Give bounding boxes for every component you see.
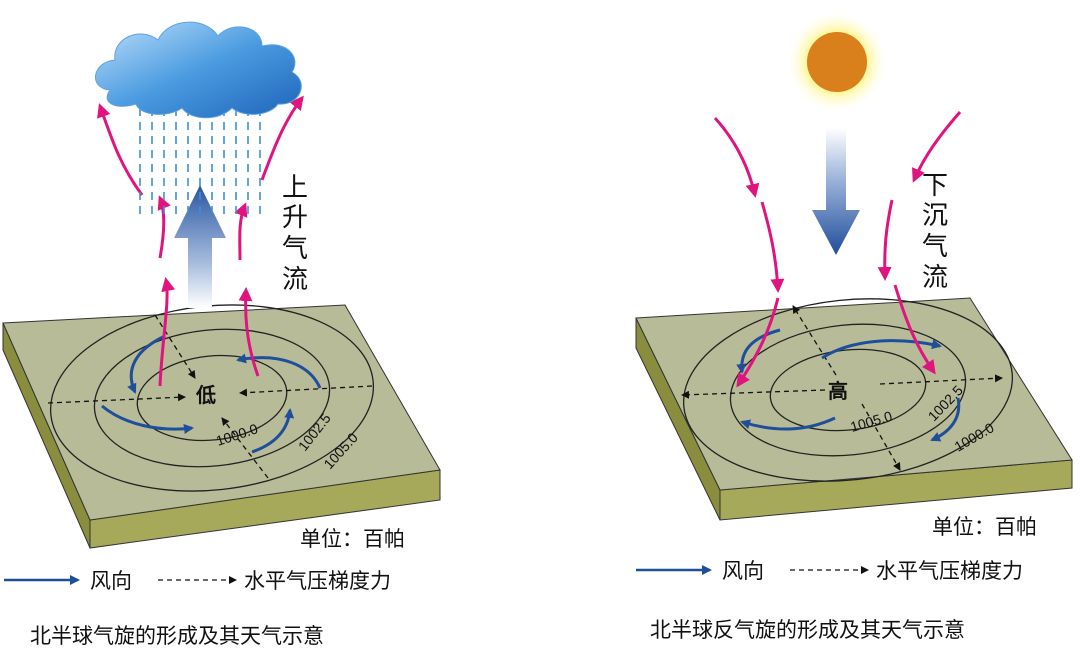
right-gradient-arrows — [681, 305, 1003, 471]
right-legend-gradient-label: 水平气压梯度力 — [876, 559, 1023, 583]
right-legend-wind-label: 风向 — [722, 559, 764, 583]
right-downdraft-arrow — [812, 128, 860, 255]
left-caption: 北半球气旋的形成及其天气示意 — [30, 624, 324, 648]
rain-drops — [139, 108, 261, 215]
sun-icon — [785, 10, 889, 114]
left-updraft-arrow — [174, 185, 226, 308]
right-isobar-1002 — [729, 323, 967, 457]
right-legend: 风向 水平气压梯度力 — [636, 559, 1023, 583]
left-vertical-flow-label: 上 升 气 流 — [282, 173, 316, 295]
left-legend: 风向 水平气压梯度力 — [4, 569, 391, 593]
right-wind-arrows — [736, 328, 961, 442]
right-isobar-1000 — [682, 298, 1014, 482]
left-ground-block — [2, 304, 441, 549]
left-rising-air-arrows — [97, 95, 304, 387]
right-sinking-air-arrows — [713, 111, 962, 388]
right-vertical-flow-label: 下 沉 气 流 — [922, 171, 956, 293]
right-ground-block — [635, 297, 1073, 521]
cloud-icon — [94, 21, 302, 119]
left-wind-arrows — [101, 334, 322, 454]
left-legend-wind-label: 风向 — [90, 569, 132, 593]
right-unit-label: 单位：百帕 — [932, 515, 1037, 539]
right-panel: 高 下 沉 气 流 1005.0 1002.5 1000.0 单位：百帕 风向 … — [635, 10, 1073, 642]
left-unit-label: 单位：百帕 — [300, 527, 405, 551]
left-isobar-1002 — [93, 328, 331, 468]
right-center-label: 高 — [828, 379, 848, 403]
left-center-label: 低 — [195, 383, 216, 407]
left-panel: 低 上 升 气 流 1000.0 1002.5 1005.0 单位：百帕 风向 … — [2, 21, 441, 648]
right-caption: 北半球反气旋的形成及其天气示意 — [650, 618, 965, 642]
left-gradient-arrows — [47, 314, 373, 479]
left-legend-gradient-label: 水平气压梯度力 — [244, 569, 391, 593]
